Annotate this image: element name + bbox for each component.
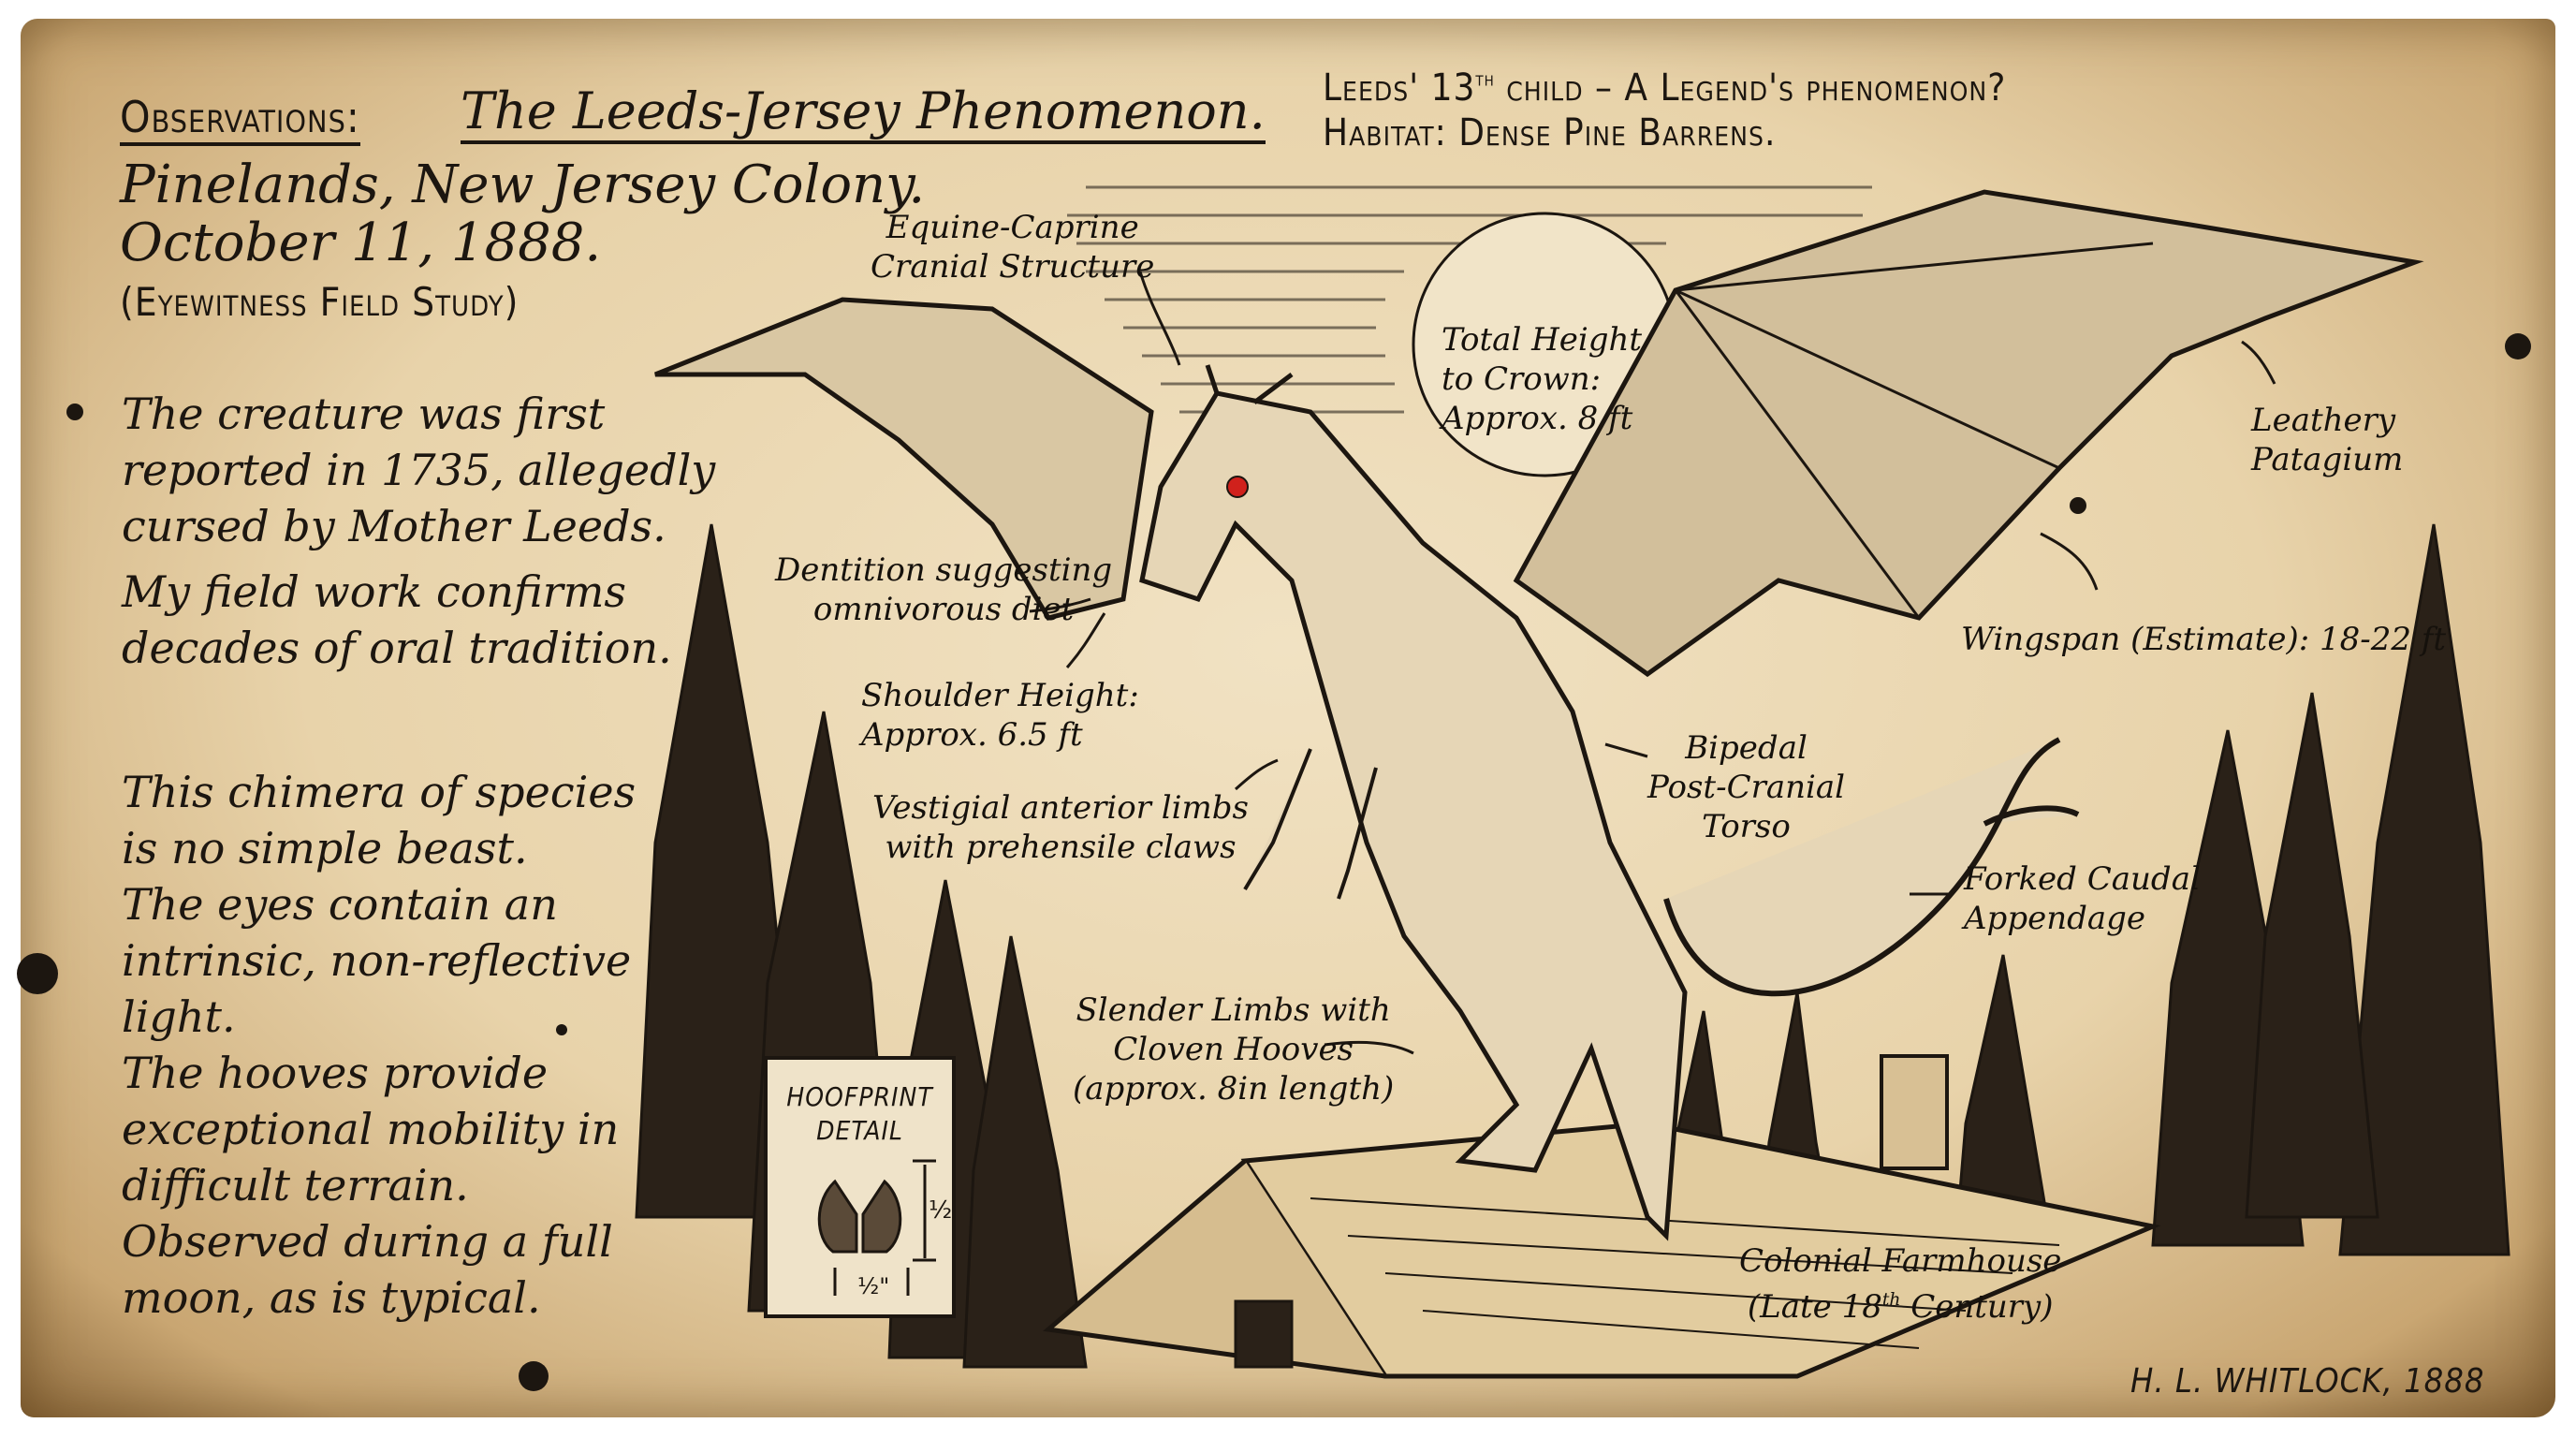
label-farmhouse: Colonial Farmhouse (Late 18th Century) [1739, 1241, 2061, 1327]
annotation-arrows [1029, 271, 2276, 1055]
note-line: The hooves provide [122, 1048, 549, 1098]
note-line: This chimera of species [122, 767, 637, 817]
hoofprint-title-line: HOOFPRINT [786, 1081, 933, 1112]
creature-body [1139, 364, 2080, 1241]
bat-wing-right [1513, 189, 2424, 678]
label-line: Post-Cranial [1647, 769, 1846, 806]
label-line: Total Height [1442, 321, 1643, 359]
legend-heading-suffix: child – A Legend's phenomenon? [1494, 66, 2007, 110]
label-part: (Late 18 [1747, 1288, 1882, 1327]
hoofprint-height-dimension: ½ [929, 1196, 953, 1225]
label-line: Approx. 6.5 ft [861, 716, 1083, 754]
note-line: is no simple beast. [122, 823, 528, 873]
label-line: Vestigial anterior limbs [872, 789, 1249, 827]
label-shoulder-height: Shoulder Height:Approx. 6.5 ft [861, 676, 1139, 755]
note-line: light. [122, 991, 236, 1042]
notes-paragraph-1: The creature was first reported in 1735,… [122, 386, 715, 676]
hoofprint-title-line: DETAIL [816, 1115, 903, 1146]
legend-heading-sup: th [1475, 67, 1495, 92]
label-part: Century) [1900, 1288, 2054, 1327]
label-line: Forked Caudal [1964, 860, 2201, 898]
label-wingspan: Wingspan (Estimate): 18-22 ft [1961, 621, 2447, 658]
note-line: Observed during a full [122, 1216, 613, 1267]
note-line: moon, as is typical. [122, 1272, 541, 1323]
label-line: Bipedal [1685, 729, 1808, 767]
note-line: My field work confirms [122, 566, 626, 617]
observation-date: October 11, 1888. [120, 213, 602, 273]
label-line: Torso [1702, 808, 1791, 845]
label-line: Cloven Hooves [1113, 1031, 1354, 1068]
note-line: decades of oral tradition. [122, 623, 672, 673]
label-line: Colonial Farmhouse [1739, 1242, 2062, 1280]
label-line: (Late 18th Century) [1739, 1281, 2061, 1327]
note-line: reported in 1735, allegedly [122, 445, 716, 495]
artist-signature: H. L. WHITLOCK, 1888 [2130, 1362, 2485, 1401]
label-line: Leathery [2251, 402, 2396, 439]
label-line: (approx. 8in length) [1073, 1070, 1395, 1108]
label-line: Appendage [1964, 900, 2146, 937]
label-line: Shoulder Height: [861, 677, 1139, 714]
location: Pinelands, New Jersey Colony. [120, 154, 926, 215]
note-line: intrinsic, non-reflective [122, 935, 632, 986]
label-line: with prehensile claws [885, 829, 1237, 866]
label-line: Approx. 8 ft [1442, 400, 1633, 437]
legend-heading-prefix: Leeds' 13 [1323, 66, 1476, 110]
note-line: difficult terrain. [122, 1160, 469, 1211]
note-line: The eyes contain an [122, 879, 558, 930]
label-line: Equine-Caprine [886, 209, 1139, 246]
notes-paragraph-2: This chimera of species is no simple bea… [122, 764, 636, 1326]
label-line: Dentition suggesting [775, 551, 1113, 589]
label-line: to Crown: [1442, 360, 1602, 398]
label-line: Slender Limbs with [1076, 991, 1391, 1029]
red-eye [1226, 476, 1249, 498]
legend-heading: Leeds' 13th child – A Legend's phenomeno… [1323, 69, 2006, 107]
habitat-line: Habitat: Dense Pine Barrens. [1323, 111, 1777, 154]
page-title: The Leeds-Jersey Phenomenon. [461, 86, 1266, 144]
label-sup: th [1881, 1290, 1901, 1310]
label-line: Cranial Structure [871, 248, 1155, 286]
note-line: exceptional mobility in [122, 1104, 620, 1154]
label-line: omnivorous diet [812, 591, 1075, 628]
study-type: (Eyewitness Field Study) [120, 279, 520, 325]
bat-wing-left [654, 297, 1154, 621]
ink-splatters [17, 333, 2531, 1391]
hoofprint-icon [817, 1159, 936, 1296]
farmhouse [1043, 1054, 2161, 1379]
note-line: cursed by Mother Leeds. [122, 501, 666, 551]
note-line: The creature was first [122, 389, 606, 439]
hoofprint-width-dimension: ½" [857, 1273, 890, 1299]
label-line: Patagium [2251, 441, 2404, 478]
observations-label: Observations: [120, 95, 360, 146]
